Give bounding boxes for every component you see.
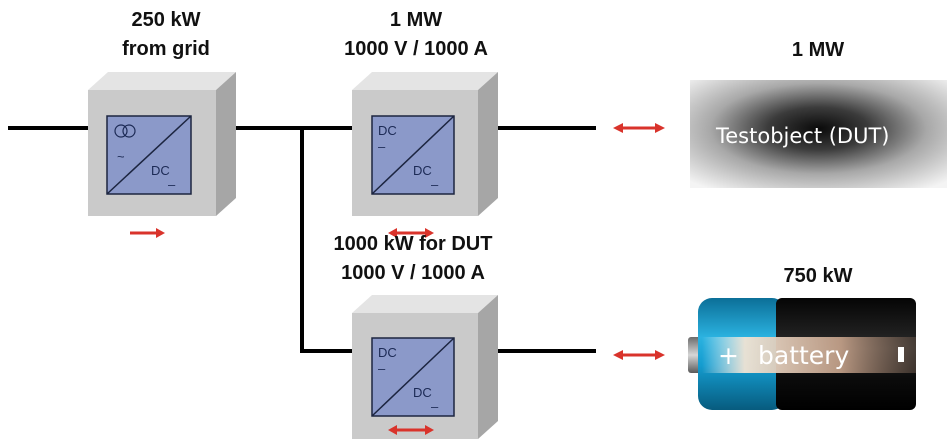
dc-in-minus-symbol: – <box>378 361 386 376</box>
dut-power-label: 1 MW <box>792 39 844 61</box>
dut-converter-box: DC – DC – <box>352 72 498 216</box>
battery-converter-box: DC – DC – <box>352 295 498 439</box>
bidirectional-arrow-icon <box>613 123 665 133</box>
dc-out-minus-symbol: – <box>431 177 439 192</box>
grid-converter-power-label: 250 kW <box>132 9 201 31</box>
dc-in-symbol: DC <box>378 345 397 360</box>
battery-label: battery <box>758 341 849 370</box>
labels: 250 kW from grid 1 MW 1000 V / 1000 A 10… <box>122 9 852 287</box>
dc-in-symbol: DC <box>378 123 397 138</box>
dut-converter-power-label: 1 MW <box>390 9 442 31</box>
battery-plus-symbol: + <box>718 341 739 370</box>
ac-symbol: ~ <box>117 149 125 164</box>
battery-converter-power-label: 1000 kW for DUT <box>334 233 493 255</box>
dut-converter-rating-label: 1000 V / 1000 A <box>344 38 488 60</box>
dc-out-minus-symbol: – <box>431 399 439 414</box>
wires <box>8 126 596 353</box>
unidirectional-arrow-icon <box>130 228 165 238</box>
bidirectional-arrow-icon <box>388 228 434 238</box>
dc-minus-symbol: – <box>168 177 176 192</box>
battery-icon: + battery <box>688 298 916 410</box>
test-object-dut: Testobject (DUT) <box>690 80 947 188</box>
battery-converter-rating-label: 1000 V / 1000 A <box>341 262 485 284</box>
dc-symbol: DC <box>151 163 170 178</box>
grid-converter-box: ~ DC – <box>88 72 236 216</box>
dc-bus-branch-wire <box>300 128 352 353</box>
dc-in-minus-symbol: – <box>378 139 386 154</box>
dut-label: Testobject (DUT) <box>715 124 890 148</box>
transformer-icon <box>114 124 136 138</box>
battery-minus-symbol <box>898 347 904 362</box>
dc-out-symbol: DC <box>413 385 432 400</box>
bidirectional-arrow-icon <box>388 425 434 435</box>
grid-converter-source-label: from grid <box>122 38 210 60</box>
bidirectional-arrow-icon <box>613 350 665 360</box>
battery-power-label: 750 kW <box>784 265 853 287</box>
dc-out-symbol: DC <box>413 163 432 178</box>
